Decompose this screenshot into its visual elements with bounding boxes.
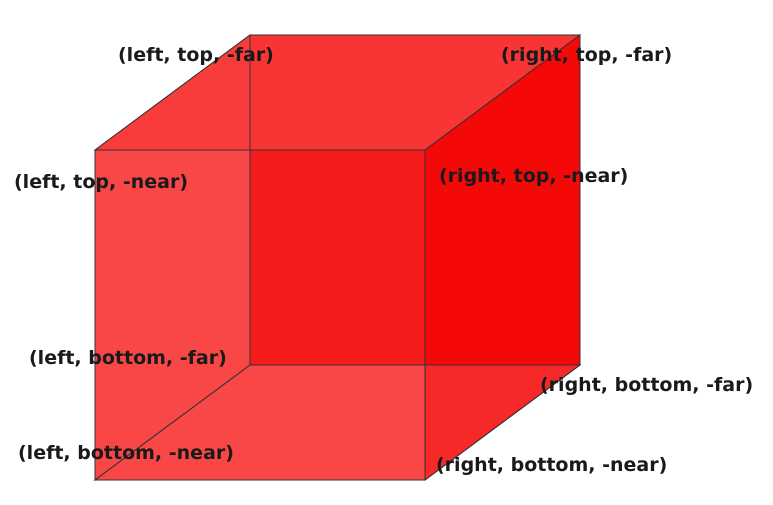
label-right-bottom-far: (right, bottom, -far)	[540, 374, 754, 396]
front-face	[94, 149, 426, 481]
label-left-top-far: (left, top, -far)	[118, 44, 274, 66]
label-right-top-far: (right, top, -far)	[501, 44, 673, 66]
label-left-bottom-near: (left, bottom, -near)	[18, 442, 234, 464]
label-right-bottom-near: (right, bottom, -near)	[436, 454, 668, 476]
label-left-top-near: (left, top, -near)	[14, 171, 189, 193]
edge-bottom-left-diagonal	[94, 364, 251, 481]
label-left-bottom-far: (left, bottom, -far)	[29, 347, 227, 369]
label-right-top-near: (right, top, -near)	[439, 165, 629, 187]
